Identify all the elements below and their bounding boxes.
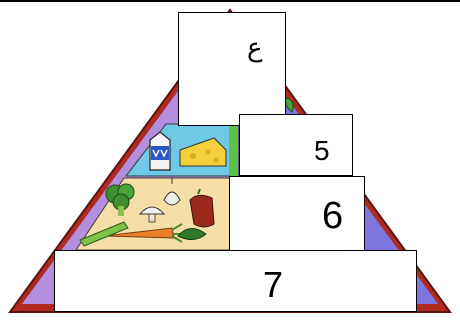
green-strip	[229, 124, 238, 178]
level-2-label: 5	[314, 137, 330, 165]
level-2-label-box: 5	[239, 114, 353, 176]
milk-carton-icon	[150, 132, 170, 170]
level-1-label-box: ﻉ	[178, 12, 286, 126]
level-3-label: 6	[322, 197, 343, 235]
level-3-label-box: 6	[229, 176, 365, 252]
level-4-label-box: 7	[54, 250, 417, 312]
level-4-label: 7	[263, 267, 283, 303]
level-1-label: ﻉ	[247, 35, 263, 61]
